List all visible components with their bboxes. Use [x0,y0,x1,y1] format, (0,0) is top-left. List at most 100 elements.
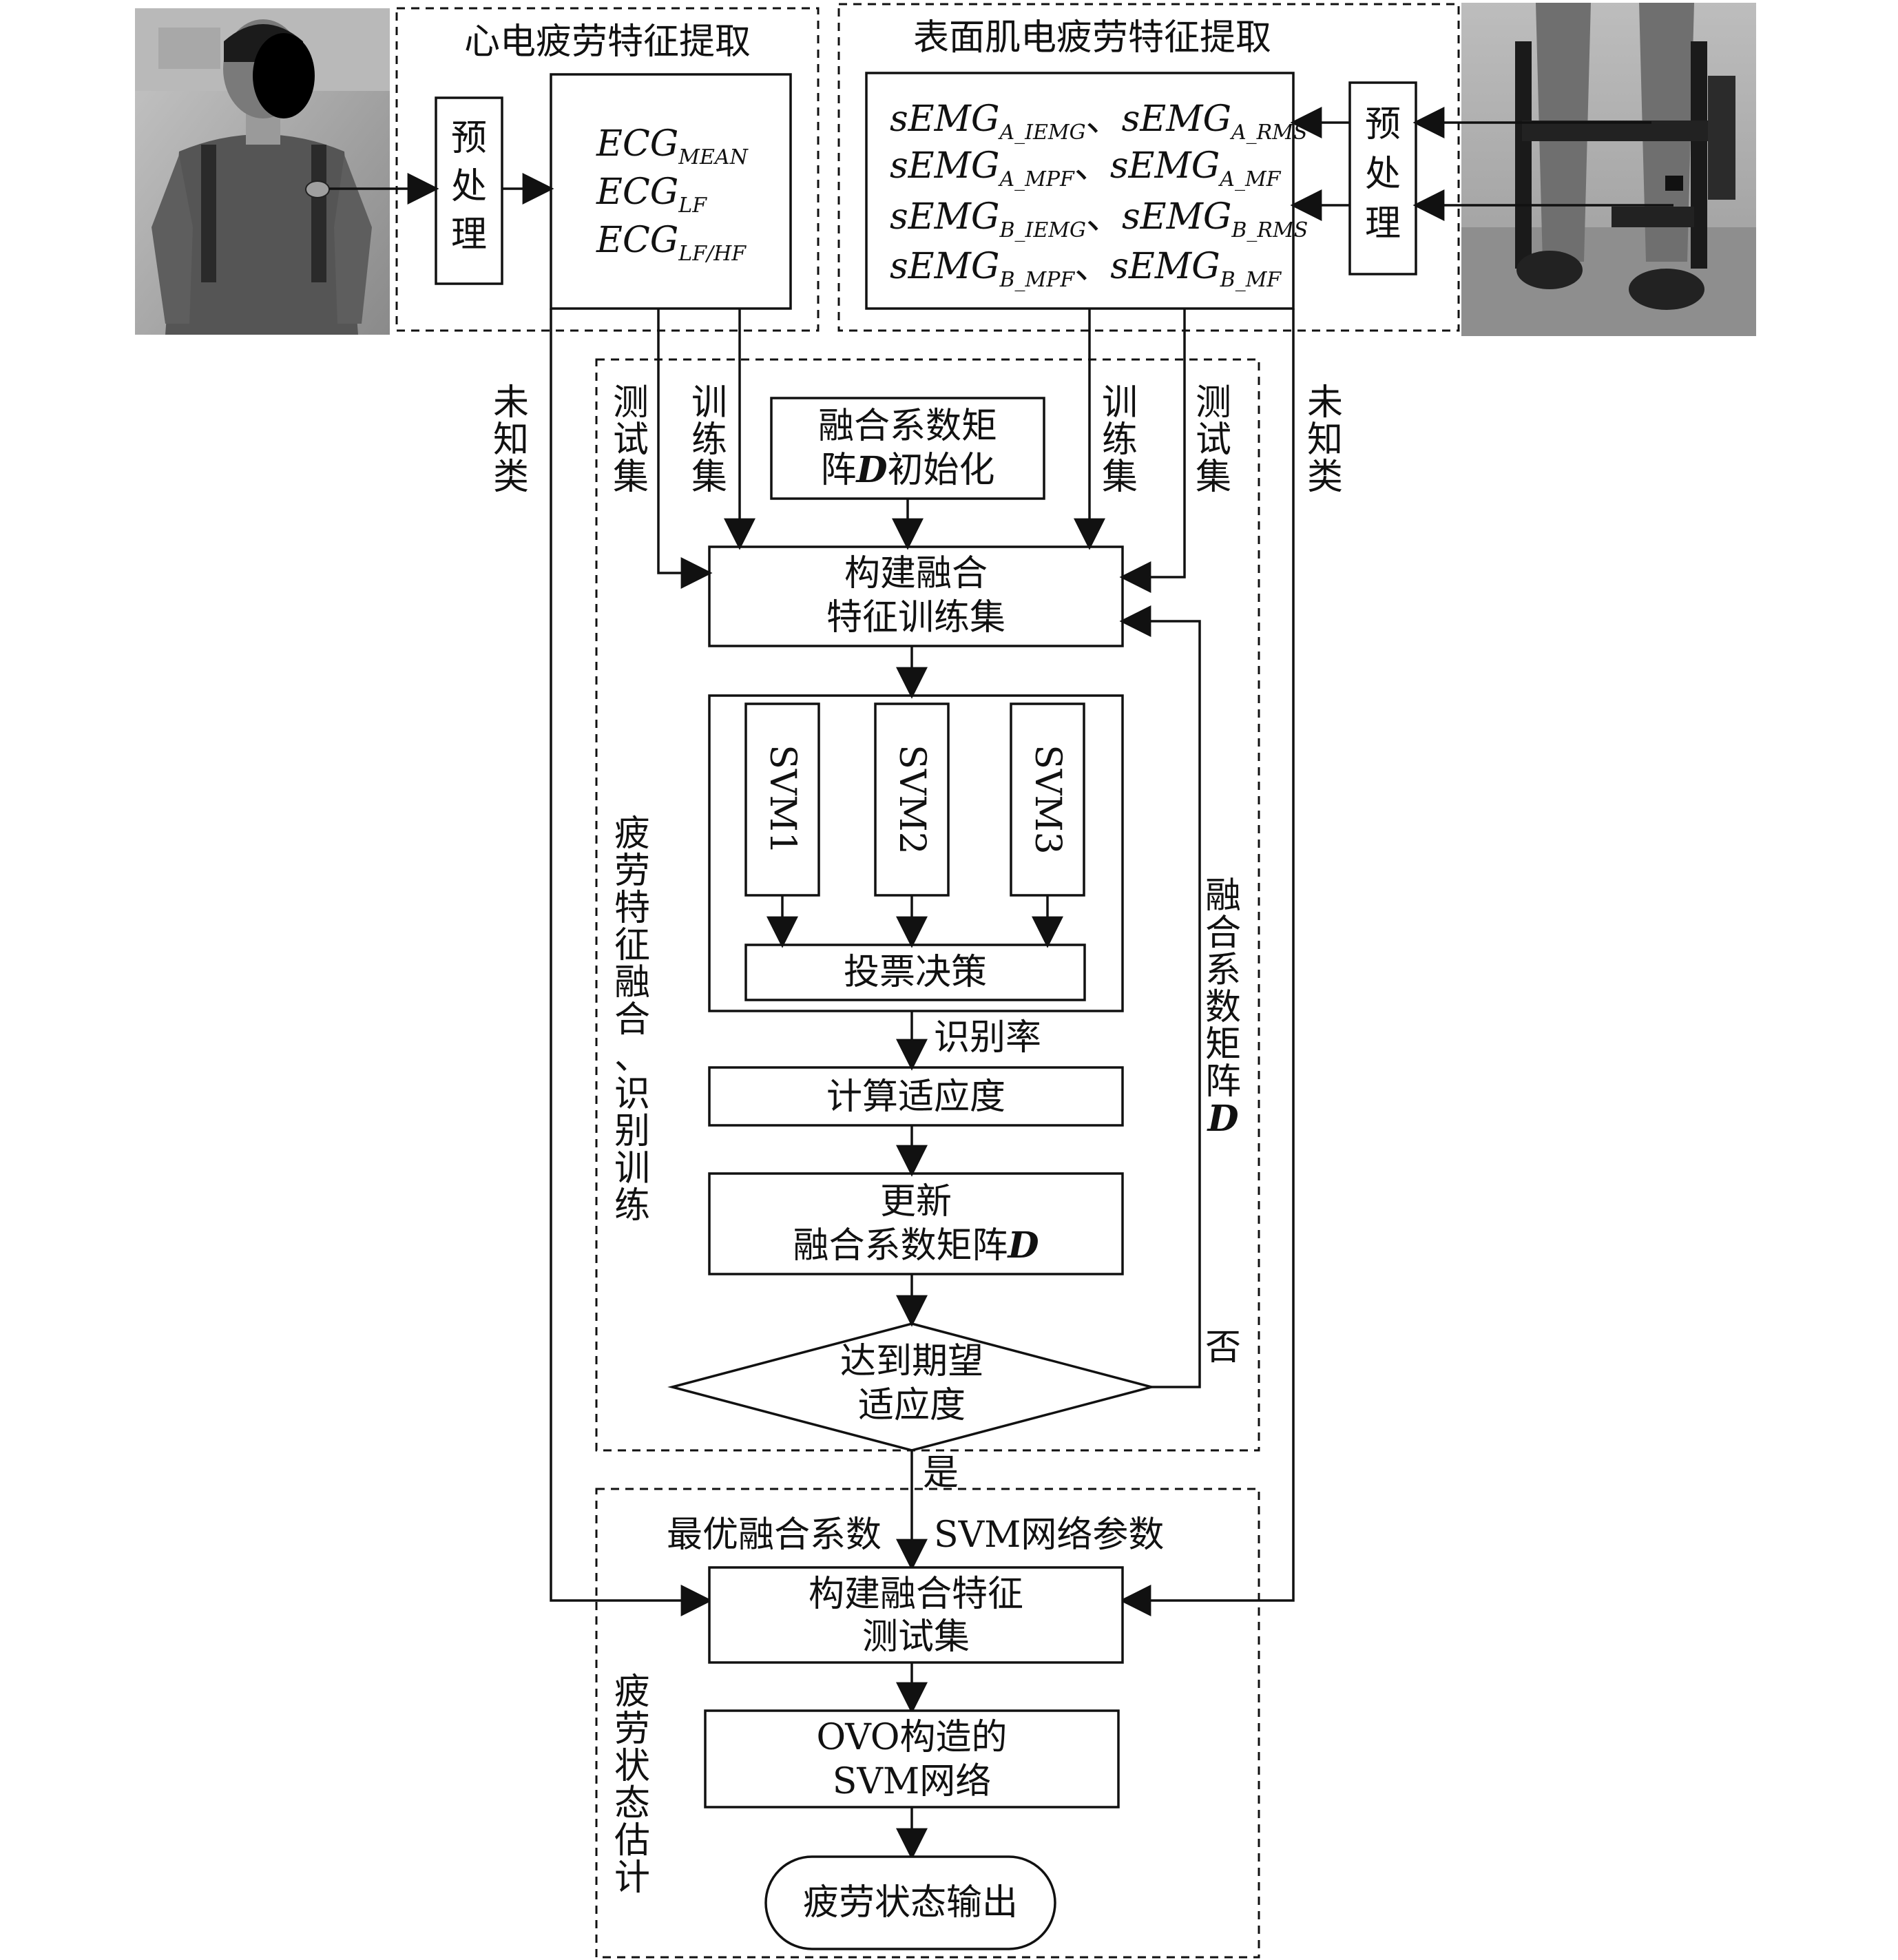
semg-feature-row: sEMGB_MPF、sEMGB_MF [890,246,1282,292]
semg-section-title: 表面肌电疲劳特征提取 [913,17,1271,59]
svg-text:D: D [1206,1098,1238,1140]
ecg-section-frame [395,7,820,332]
semg-feature-list: sEMGA_IEMG、sEMGA_RMS sEMGA_MPF、sEMGA_MF … [890,98,1308,292]
fusion-matrix-init-line1: 融合系数矩 [818,406,997,447]
semg-feature-box [865,72,1295,310]
svg-text:估: 估 [614,1820,650,1862]
build-fusion-test-set-box [708,1566,1124,1664]
compute-fitness-label: 计算适应度 [826,1076,1005,1118]
svg-text:数: 数 [1205,987,1241,1028]
ecg-feature: ECGLF/HF [596,220,747,266]
feedback-matrix-label: 融 合 系 数 矩 阵 D [1205,875,1241,1140]
estimation-section-frame [595,1488,1260,1959]
semg-unknown-branch-arrow [1119,309,1295,1616]
ecg-test-branch-arrow [657,309,713,589]
svg-text:集: 集 [613,457,649,498]
svg-text:集: 集 [691,457,727,498]
ecg-feature: ECGLF [596,171,707,218]
semg-preprocess-box [1348,81,1417,275]
ecg-feature: ECGMEAN [596,123,749,169]
vote-decision-box [744,943,1086,1001]
svg-text:劳: 劳 [614,1709,650,1750]
svg-text:态: 态 [614,1783,650,1824]
update-matrix-box [708,1172,1124,1275]
svg-text:预: 预 [1365,104,1401,145]
update-matrix-line1: 更新 [880,1181,952,1222]
svg-text:合: 合 [1205,913,1241,954]
svg-text:系: 系 [1205,950,1241,991]
svg-text:疲: 疲 [614,1671,650,1713]
svg-text:集: 集 [1102,457,1138,498]
semg-section-frame [837,3,1460,332]
svg-text:理: 理 [1365,203,1401,244]
svg-text:处: 处 [451,166,487,207]
svm-params-label: SVM网络参数 [934,1514,1164,1556]
ovo-svm-network-line1: OVO构造的 [817,1717,1008,1758]
ecg-unknown-branch-arrow [550,309,713,1616]
build-fusion-train-set-box [708,545,1124,647]
svg-text:处: 处 [1365,154,1401,195]
svm1-label: SVM1 [762,744,803,855]
fusion-matrix-init-box [770,397,1045,500]
semg-test-branch-arrow [1119,309,1186,593]
unknown-label-left: 未 知 类 [493,382,529,498]
svg-text:未: 未 [1307,382,1343,424]
svg-text:特: 特 [614,888,650,929]
svg-text:理: 理 [451,214,487,256]
svg-text:状: 状 [614,1746,650,1787]
ecg-feature-list: ECGMEAN ECGLF ECGLF/HF [596,123,749,266]
unknown-label-right: 未 知 类 [1307,382,1343,498]
svg-text:训: 训 [691,382,727,424]
svg-text:阵: 阵 [1205,1061,1241,1103]
no-feedback-arrow [1119,605,1201,1388]
vote-decision-label: 投票决策 [844,952,987,993]
optimal-coefficient-label: 最优融合系数 [667,1514,882,1556]
yes-label: 是 [923,1452,959,1494]
ovo-svm-network-box [704,1709,1120,1808]
semg-feature-row: sEMGA_IEMG、sEMGA_RMS [890,98,1308,145]
update-matrix-line2: 融合系数矩阵D [793,1224,1039,1266]
test-set-label-right: 测 试 集 [1196,382,1231,498]
ecg-subject-photo [135,8,390,335]
svg-text:练: 练 [1102,419,1138,461]
svg-text:试: 试 [1196,419,1231,461]
svg-text:劳: 劳 [614,851,650,892]
svg-text:集: 集 [1196,457,1231,498]
svg-text:融: 融 [1205,875,1241,917]
svg-text:合: 合 [614,999,650,1041]
svg-text:计: 计 [614,1857,650,1899]
svg-text:预: 预 [451,118,487,159]
svg-text:矩: 矩 [1205,1024,1241,1065]
train-set-label-right: 训 练 集 [1102,382,1138,498]
ovo-svm-network-line2: SVM网络 [833,1761,991,1802]
svm3-label: SVM3 [1027,744,1068,855]
semg-feature-row: sEMGB_IEMG、sEMGB_RMS [890,196,1308,242]
svg-text:知: 知 [1307,419,1343,461]
training-section-frame [595,358,1260,1452]
svg-text:未: 未 [493,382,529,424]
svg-text:训: 训 [614,1148,650,1189]
fitness-reached-line2: 适应度 [858,1385,966,1426]
svg-text:练: 练 [691,419,727,461]
semg-sensor-icon [1665,176,1683,191]
ecg-electrode-icon [305,180,330,198]
ecg-preprocess-box [435,96,503,285]
ecg-preprocess-label: 预 处 理 [451,118,487,256]
svg-text:、: 、 [614,1036,650,1078]
build-fusion-test-set-line1: 构建融合特征 [809,1574,1023,1615]
svg-text:试: 试 [613,419,649,461]
svg-text:疲: 疲 [614,813,650,855]
svg-text:识: 识 [614,1074,650,1115]
training-section-label: 疲 劳 特 征 融 合 、 识 别 训 练 [614,813,650,1227]
svg-text:征: 征 [614,925,650,966]
estimation-section-label: 疲 劳 状 态 估 计 [614,1671,650,1899]
svg-text:知: 知 [493,419,529,461]
fatigue-output-label: 疲劳状态输出 [803,1882,1018,1923]
build-fusion-test-set-line2: 测试集 [862,1616,970,1658]
semg-subject-photo [1461,3,1756,336]
svg-text:类: 类 [493,457,529,498]
svm3-box [1010,702,1085,897]
test-set-label-left: 测 试 集 [613,382,649,498]
svg-text:测: 测 [1196,382,1231,424]
svg-text:训: 训 [1102,382,1138,424]
